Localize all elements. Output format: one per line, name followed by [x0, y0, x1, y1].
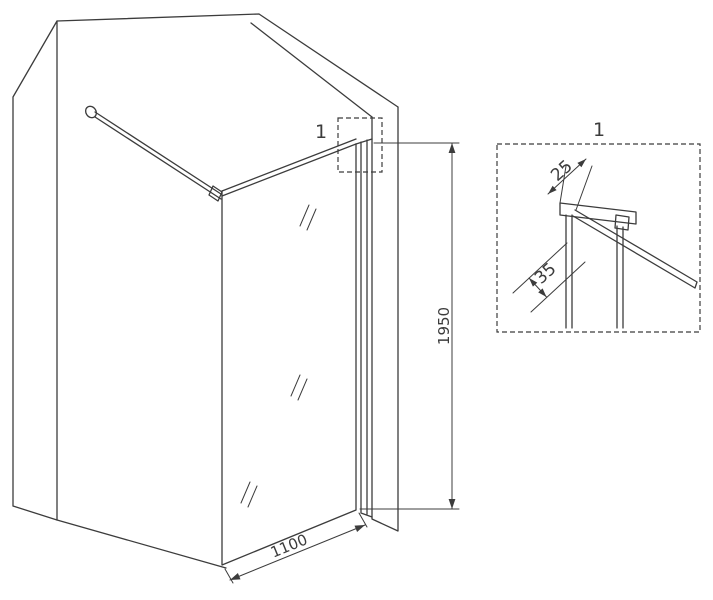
arrow-down — [448, 499, 456, 509]
detail-view-title: 1 — [593, 119, 605, 141]
wall-mount-flange — [85, 105, 97, 119]
arrow-up — [448, 143, 456, 153]
glass-clamp — [208, 185, 223, 202]
detail-support-bar — [572, 209, 698, 289]
detail-callout: 1 — [315, 117, 383, 173]
profile-fitting — [614, 214, 630, 231]
detail-view-box — [496, 143, 701, 333]
detail-dimension-35: 35 — [512, 242, 586, 313]
arrow-right — [354, 525, 365, 532]
detail-view: 1 25 35 — [496, 119, 701, 333]
support-bar — [85, 105, 223, 202]
detail-callout-box — [337, 117, 383, 173]
height-dimension-value: 1950 — [435, 307, 453, 345]
detail-dim-25-value: 25 — [547, 156, 576, 185]
profile-cross-section — [559, 202, 637, 225]
width-dimension-value: 1100 — [268, 530, 310, 561]
width-dimension: 1100 — [224, 512, 368, 584]
glass-cross-section — [565, 214, 624, 329]
glass-reflection-marks — [240, 204, 317, 508]
wall-profile — [355, 138, 373, 518]
glass-panel — [221, 138, 373, 566]
wall-outline — [12, 13, 399, 569]
height-dimension: 1950 — [359, 142, 460, 510]
detail-dimension-25: 25 — [547, 156, 593, 211]
arrow-left — [230, 573, 241, 580]
detail-callout-label: 1 — [315, 121, 327, 143]
